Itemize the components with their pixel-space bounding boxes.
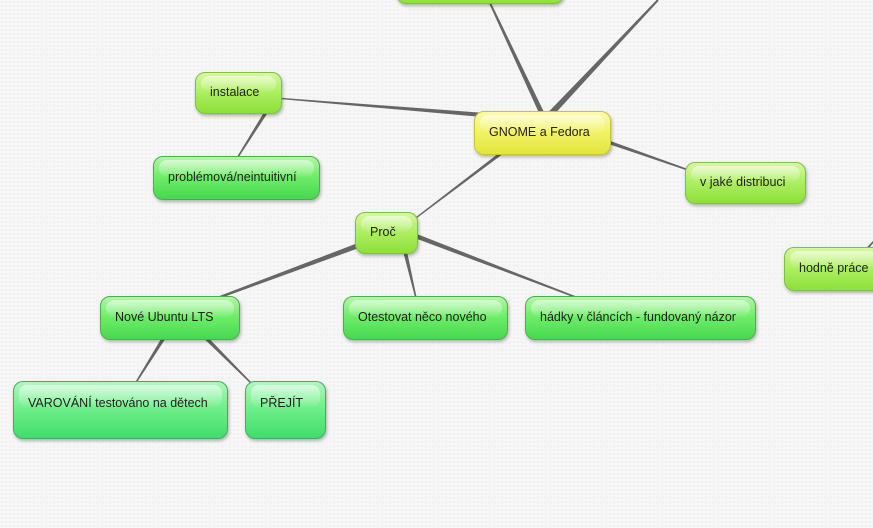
- node-otestovat-neco-noveho[interactable]: Otestovat něco nového: [343, 296, 508, 340]
- node-nove-ubuntu-lts[interactable]: Nové Ubuntu LTS: [100, 296, 240, 340]
- node-v-jake-distribuci[interactable]: v jaké distribuci: [685, 162, 806, 204]
- node-label: GNOME a Fedora: [489, 125, 590, 139]
- node-proc[interactable]: Proč: [355, 212, 418, 254]
- node-label: Nové Ubuntu LTS: [115, 310, 214, 324]
- node-label: Otestovat něco nového: [358, 310, 487, 324]
- connector-gnome-top: [489, 2, 548, 122]
- node-hadky-v-clancich[interactable]: hádky v článcích - fundovaný názor: [525, 296, 756, 340]
- node-label: hodně práce: [799, 261, 869, 275]
- node-instalace[interactable]: instalace: [195, 72, 282, 114]
- node-hodne-prace[interactable]: hodně práce: [784, 247, 873, 291]
- node-label: VAROVÁNÍ testováno na dětech: [28, 396, 208, 410]
- node-label: instalace: [210, 85, 260, 99]
- node-label: PŘEJÍT: [260, 396, 304, 410]
- node-label: hádky v článcích - fundovaný názor: [540, 310, 736, 324]
- node-label: problémová/neintuitivní: [168, 170, 297, 184]
- connector-gnome-offscreen-top-right: [542, 0, 659, 123]
- connector-proc-hadky: [399, 227, 579, 299]
- node-label: Proč: [370, 225, 396, 239]
- node-top-partial[interactable]: [396, 0, 564, 4]
- connector-proc-ubuntu: [179, 227, 401, 313]
- node-varovani-testovano-na-detech[interactable]: VAROVÁNÍ testováno na dětech: [13, 381, 228, 439]
- node-label: v jaké distribuci: [700, 175, 786, 189]
- node-prejit[interactable]: PŘEJÍT: [245, 381, 326, 439]
- node-problemova-neintuitivni[interactable]: problémová/neintuitivní: [153, 156, 320, 200]
- node-gnome-a-fedora[interactable]: GNOME a Fedora: [474, 111, 611, 155]
